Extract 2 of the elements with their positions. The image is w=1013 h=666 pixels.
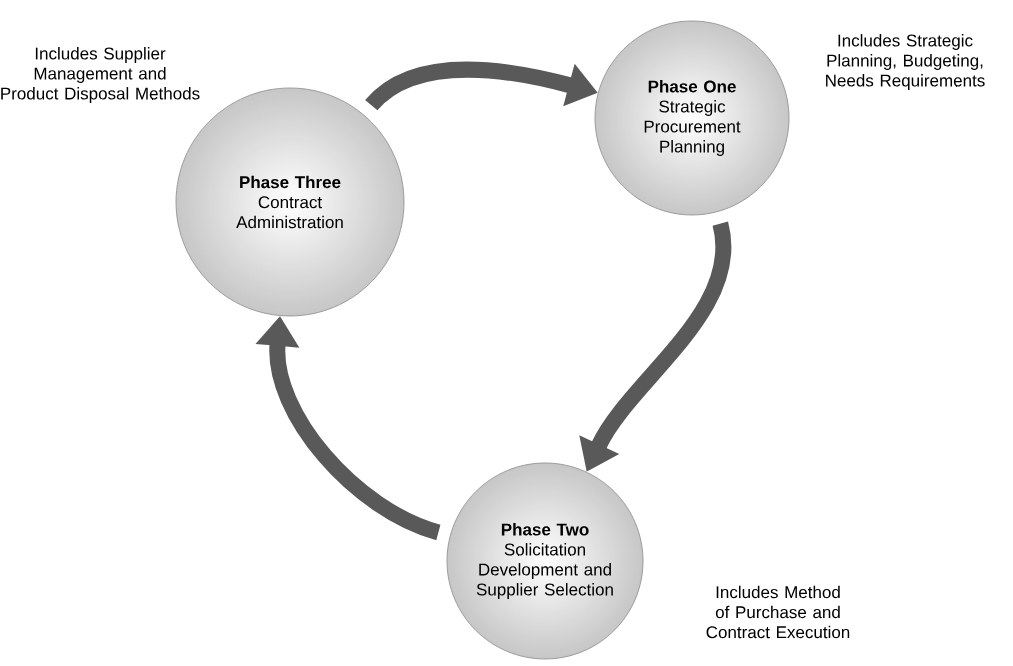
note-text: Includes Method of Purchase and Contract Execution — [706, 585, 850, 639]
note-text: Includes Strategic Planning, Budgeting, Needs Requirements — [826, 34, 985, 90]
